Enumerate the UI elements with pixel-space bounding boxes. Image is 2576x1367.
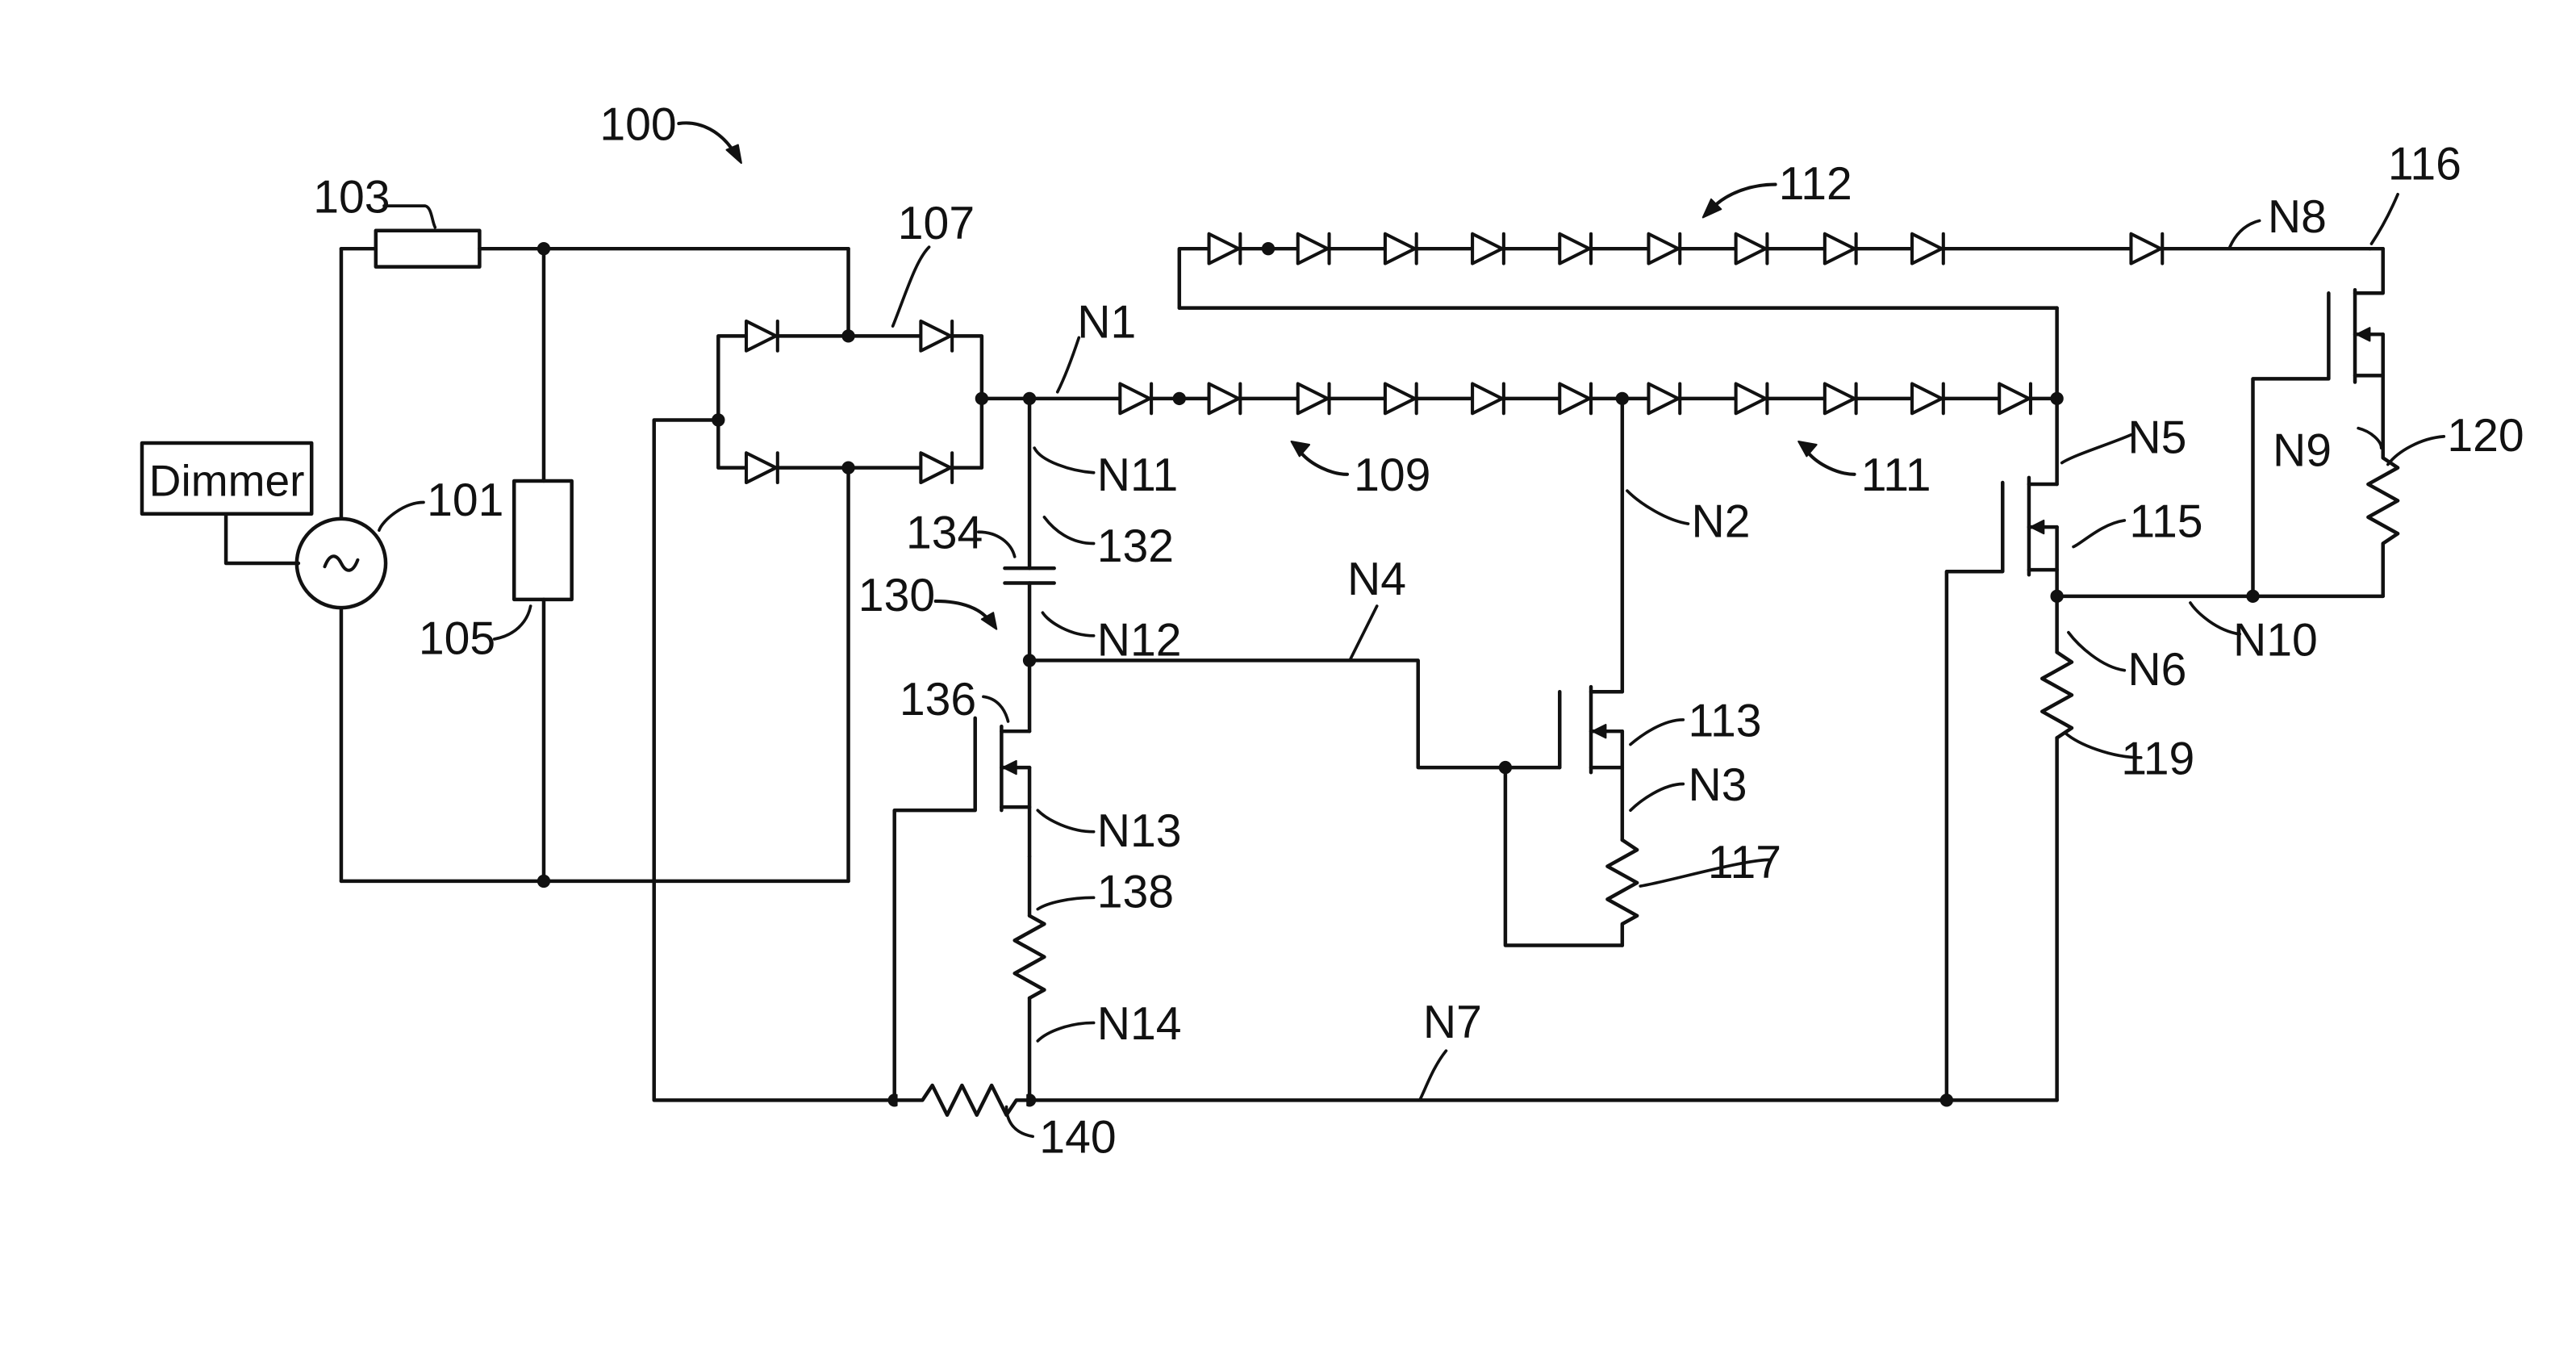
label-134: 134 bbox=[906, 508, 983, 559]
fuse-103 bbox=[376, 231, 480, 267]
label-117: 117 bbox=[1708, 837, 1781, 888]
label-N8: N8 bbox=[2268, 191, 2327, 243]
label-N7: N7 bbox=[1423, 997, 1482, 1048]
label-103: 103 bbox=[313, 171, 390, 223]
label-109: 109 bbox=[1354, 449, 1430, 501]
label-120: 120 bbox=[2447, 410, 2524, 462]
label-N5: N5 bbox=[2127, 412, 2186, 463]
resistor-120 bbox=[2368, 445, 2398, 596]
resistor-138 bbox=[1015, 916, 1045, 998]
label-100: 100 bbox=[599, 98, 676, 150]
transistor-136 bbox=[895, 718, 1029, 1101]
transistor-115 bbox=[1947, 478, 2057, 1100]
label-N3: N3 bbox=[1688, 759, 1747, 811]
leader-lines bbox=[379, 123, 2444, 1136]
label-N14: N14 bbox=[1097, 998, 1182, 1050]
label-N12: N12 bbox=[1097, 614, 1182, 666]
label-N9: N9 bbox=[2273, 425, 2332, 477]
label-N10: N10 bbox=[2233, 614, 2318, 666]
reference-labels: 100 103 101 105 107 N1 N11 132 134 130 N… bbox=[313, 98, 2524, 1163]
label-119: 119 bbox=[2121, 733, 2194, 784]
dimmer-label: Dimmer bbox=[149, 455, 305, 505]
ac-source-101 bbox=[297, 519, 386, 608]
capacitor-132 bbox=[1004, 568, 1054, 583]
dimmer-box: Dimmer bbox=[142, 443, 311, 514]
transistor-116 bbox=[2253, 249, 2383, 596]
resistor-119 bbox=[2042, 652, 2072, 738]
label-N4: N4 bbox=[1347, 554, 1406, 605]
label-140: 140 bbox=[1039, 1112, 1116, 1164]
label-136: 136 bbox=[900, 674, 976, 725]
bridge-rectifier-107 bbox=[712, 321, 982, 483]
resistor-117 bbox=[1607, 840, 1637, 946]
label-111: 111 bbox=[1861, 449, 1931, 501]
label-130: 130 bbox=[858, 570, 935, 621]
label-101: 101 bbox=[427, 474, 503, 526]
transistor-113 bbox=[1559, 687, 1622, 840]
label-N11: N11 bbox=[1097, 449, 1179, 501]
label-N2: N2 bbox=[1692, 495, 1751, 547]
label-N13: N13 bbox=[1097, 805, 1182, 857]
label-132: 132 bbox=[1097, 520, 1174, 572]
label-116: 116 bbox=[2388, 138, 2461, 190]
label-138: 138 bbox=[1097, 867, 1174, 918]
label-N1: N1 bbox=[1077, 296, 1136, 348]
label-115: 115 bbox=[2129, 495, 2202, 547]
label-N6: N6 bbox=[2127, 644, 2186, 696]
label-113: 113 bbox=[1688, 695, 1761, 746]
label-107: 107 bbox=[898, 198, 975, 249]
label-105: 105 bbox=[419, 612, 495, 664]
label-112: 112 bbox=[1779, 158, 1852, 210]
resistor-105 bbox=[514, 481, 571, 600]
